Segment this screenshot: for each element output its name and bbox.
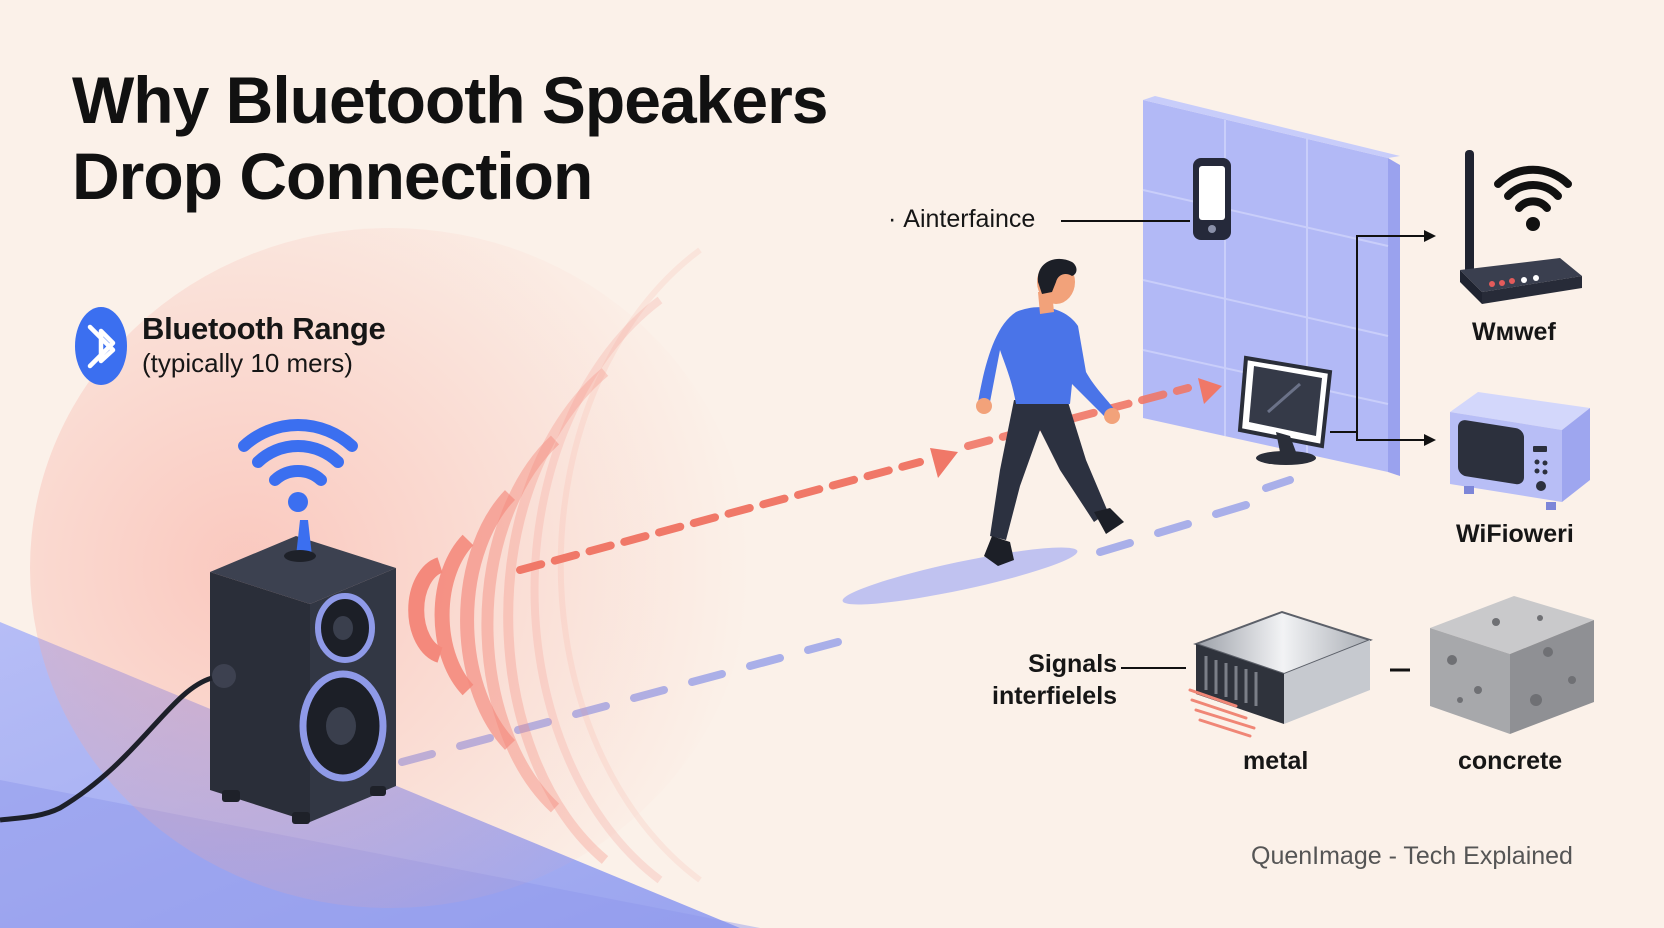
bluetooth-range-caption: Bluetooth Range (typically 10 mers) [142,312,386,380]
interference-label-text: Ainterfaince [903,205,1036,233]
metal-label: metal [1243,747,1309,775]
signal-arrow [516,378,1222,574]
router-label: Wмwef [1472,318,1556,346]
monitor-icon [1237,355,1333,465]
title-line-1: Why Bluetooth Speakers [72,63,828,137]
wifi-icon [238,419,358,512]
signals-label: Signals interfielels [992,648,1117,712]
page-title: Why Bluetooth Speakers Drop Connection [72,62,828,214]
metal-block-icon [1188,610,1373,738]
range-subtitle: (typically 10 mers) [142,348,353,378]
microwave-label: WiFioweri [1456,520,1574,548]
device-connectors [1330,235,1424,441]
concrete-label: concrete [1458,747,1563,775]
credit-text: QuenImage - Tech Explained [1251,842,1573,870]
signals-label-line-2: interfielels [992,682,1118,710]
title-line-2: Drop Connection [72,139,593,213]
bluetooth-icon [75,307,127,385]
person-icon [976,258,1124,566]
interference-label: · Ainterfaince [888,205,1036,233]
signals-label-line-1: Signals [1028,650,1118,678]
phone-icon [1193,158,1231,240]
range-title: Bluetooth Range [142,311,386,346]
speaker-cable [0,675,213,823]
speaker-icon [210,520,396,824]
arrowhead-router [1424,230,1436,242]
router-icon [1460,150,1582,304]
concrete-block-icon [1430,596,1594,734]
walker-shadow [842,547,1078,605]
arrowhead-microwave [1424,434,1436,446]
microwave-icon [1450,392,1590,510]
